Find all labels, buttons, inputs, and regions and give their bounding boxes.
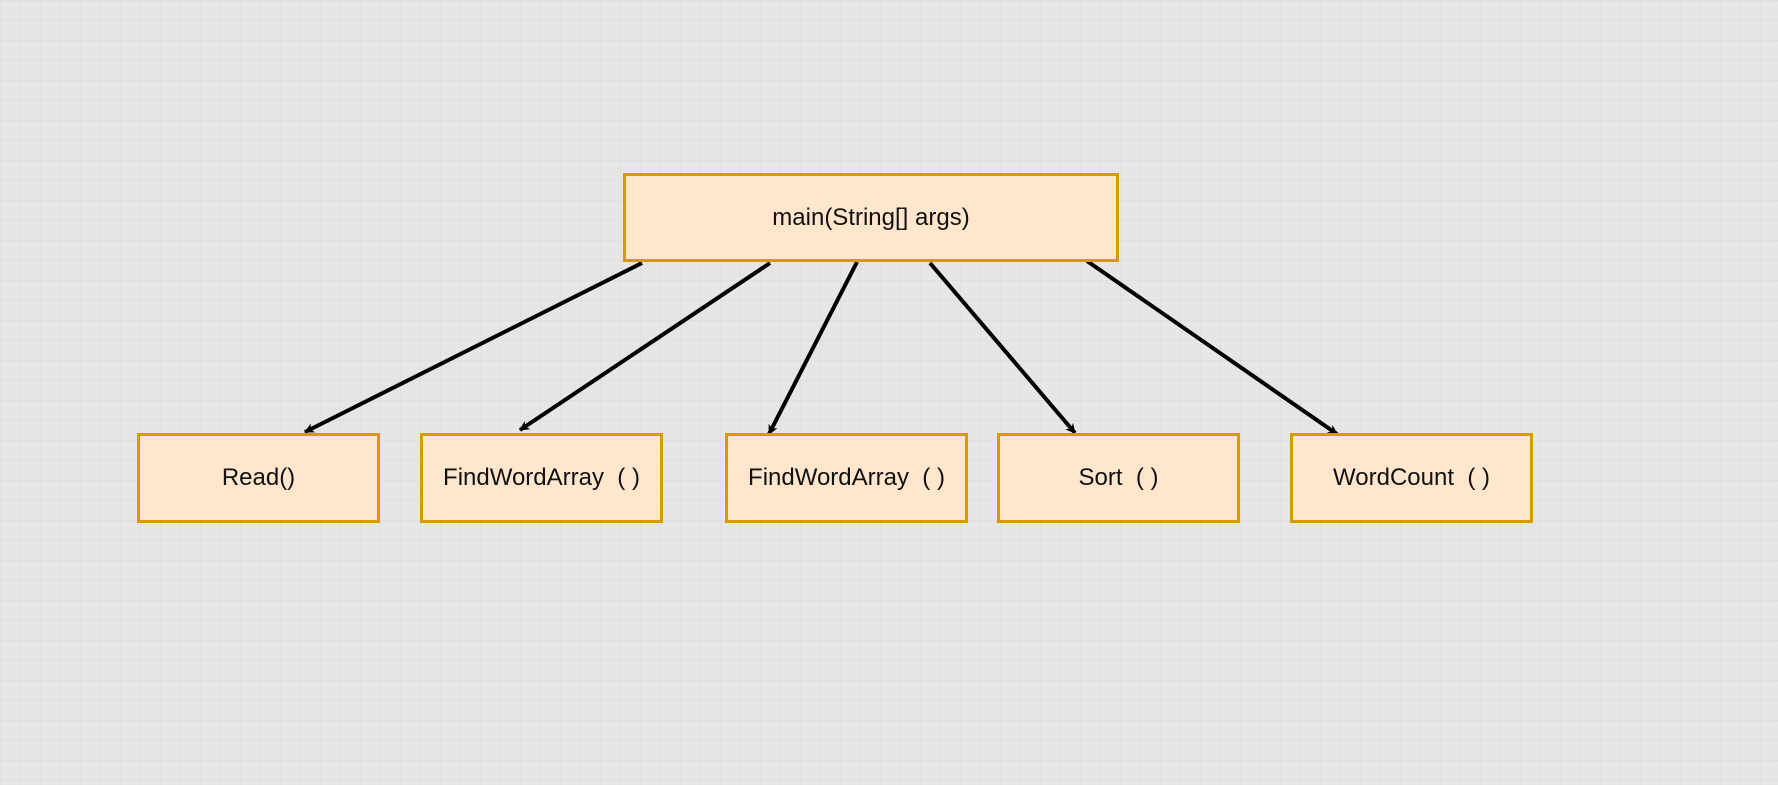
node-main[interactable]: main(String[] args): [623, 173, 1119, 262]
node-find-word-array-1[interactable]: FindWordArray ( ): [420, 433, 663, 523]
node-find-word-array-2[interactable]: FindWordArray ( ): [725, 433, 968, 523]
edge-main-to-word-count[interactable]: [1085, 259, 1339, 436]
edge-main-to-find-word-array-1[interactable]: [518, 261, 772, 432]
node-read[interactable]: Read(): [137, 433, 380, 523]
edge-main-to-sort[interactable]: [928, 261, 1077, 435]
node-sort[interactable]: Sort ( ): [997, 433, 1240, 523]
edge-main-to-find-word-array-2[interactable]: [767, 261, 859, 435]
node-word-count[interactable]: WordCount ( ): [1290, 433, 1533, 523]
edge-main-to-read[interactable]: [304, 261, 643, 434]
